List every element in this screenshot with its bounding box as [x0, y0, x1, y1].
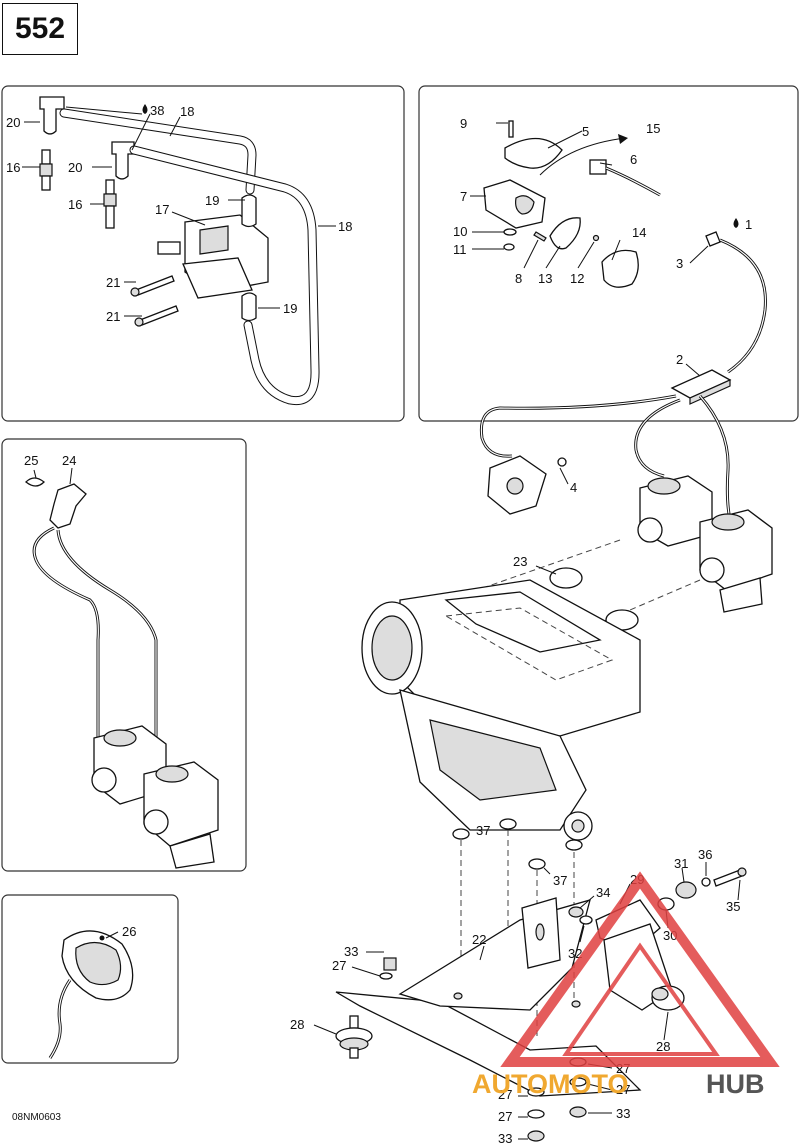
- callout-26: 26: [122, 924, 136, 939]
- callout-20a: 20: [6, 115, 20, 130]
- screw-upper: [130, 275, 175, 297]
- nut-33-top: [383, 957, 397, 971]
- callout-15: 15: [646, 121, 660, 136]
- panel-detail-26: [1, 894, 179, 1064]
- callout-4: 4: [570, 480, 577, 495]
- callout-19a: 19: [205, 193, 219, 208]
- spark-plug-right: [103, 179, 117, 229]
- sensor-ring-25: [25, 477, 45, 487]
- callout-11: 11: [453, 242, 467, 257]
- throttle-sensor-mounted: 4: [487, 455, 577, 515]
- panel-ignition-coil: [1, 85, 405, 422]
- throttle-sensor-group: [470, 120, 767, 405]
- spark-plug-cap-left: [39, 96, 65, 135]
- detail-26-group: [48, 930, 134, 1059]
- callout-23: 23: [513, 554, 527, 569]
- callout-33b: 33: [616, 1106, 630, 1121]
- callout-35: 35: [726, 899, 740, 914]
- washer-32: [579, 915, 593, 925]
- callout-5: 5: [582, 124, 589, 139]
- washer-37a: [452, 828, 470, 840]
- washer-37c: [528, 858, 546, 870]
- watermark-text-right: HUB: [706, 1069, 765, 1099]
- callout-16a: 16: [6, 160, 20, 175]
- sensor-plate: [549, 217, 581, 250]
- sensor-24: [49, 483, 87, 529]
- callout-18a: 18: [180, 104, 194, 119]
- washer-37b: [499, 818, 517, 830]
- rubber-mount-right: [651, 985, 685, 1041]
- callout-27a: 27: [332, 958, 346, 973]
- screw-lower: [134, 305, 179, 327]
- washer-27-top: [379, 972, 393, 980]
- spark-plug-left: [39, 149, 53, 191]
- watermark-logo: [500, 871, 780, 1067]
- callout-24: 24: [62, 453, 76, 468]
- callout-27e: 27: [498, 1109, 512, 1124]
- grease-drop-icon: [142, 104, 148, 114]
- callout-12: 12: [570, 271, 584, 286]
- callout-25: 25: [24, 453, 38, 468]
- callout-1: 1: [745, 217, 752, 232]
- callout-33a: 33: [344, 944, 358, 959]
- callout-14: 14: [632, 225, 646, 240]
- callout-6: 6: [630, 152, 637, 167]
- sensor-harness-group: [25, 467, 219, 869]
- callout-17: 17: [155, 202, 169, 217]
- callout-9: 9: [460, 116, 467, 131]
- ignition-callouts: 20 16 20 16 38 18 17 19 18 21 21 19: [6, 103, 352, 324]
- callout-16b: 16: [68, 197, 82, 212]
- bracket: [504, 137, 563, 169]
- callout-38: 38: [150, 103, 164, 118]
- callout-19b: 19: [283, 301, 297, 316]
- callout-18b: 18: [338, 219, 352, 234]
- spark-plug-cap-right: [111, 141, 135, 180]
- callout-37a: 37: [476, 823, 490, 838]
- callout-3: 3: [676, 256, 683, 271]
- callout-8: 8: [515, 271, 522, 286]
- clamp-upper: [549, 567, 583, 589]
- throttle-position-sensor: [483, 179, 546, 229]
- sensor-connector: [589, 159, 661, 197]
- document-code: 08NM0603: [12, 1112, 61, 1123]
- engine-block: [361, 579, 641, 841]
- rubber-bushing-31: [675, 881, 697, 899]
- callout-28b: 28: [656, 1039, 670, 1054]
- callout-2: 2: [676, 352, 683, 367]
- callout-13: 13: [538, 271, 552, 286]
- callout-10: 10: [453, 224, 467, 239]
- ignition-coil: [157, 194, 269, 322]
- callout-34: 34: [596, 885, 610, 900]
- panel-throttle-sensor: [418, 85, 799, 422]
- rubber-mount-left: [335, 1015, 373, 1059]
- callout-21a: 21: [106, 275, 120, 290]
- callout-31: 31: [674, 856, 688, 871]
- sensor-cover: [601, 249, 639, 288]
- callout-33c: 33: [498, 1131, 512, 1146]
- callout-28a: 28: [290, 1017, 304, 1032]
- washer-36: [701, 877, 711, 887]
- callout-37b: 37: [553, 873, 567, 888]
- watermark-text-left: AUTOMOTO: [472, 1069, 629, 1099]
- callout-27d: 27: [498, 1087, 512, 1102]
- carburetor-pair-lower-left: [91, 725, 219, 869]
- callout-36: 36: [698, 847, 712, 862]
- callout-7: 7: [460, 189, 467, 204]
- callout-20b: 20: [68, 160, 82, 175]
- callout-22: 22: [472, 932, 486, 947]
- washer-37d: [565, 839, 583, 851]
- engine-mount-plate: [335, 897, 642, 1097]
- callout-27c: 27: [616, 1082, 630, 1097]
- callout-21b: 21: [106, 309, 120, 324]
- ignition-coil-group: [22, 96, 336, 406]
- carburetor-pair-upper: [637, 475, 773, 613]
- nut-34: [568, 906, 584, 918]
- panel-sensor-harness: [1, 438, 247, 872]
- page-number: 552: [2, 3, 78, 55]
- throttle-callouts: 9 5 15 6 7 10 11 8 13 12 14 1 3 2: [453, 116, 752, 367]
